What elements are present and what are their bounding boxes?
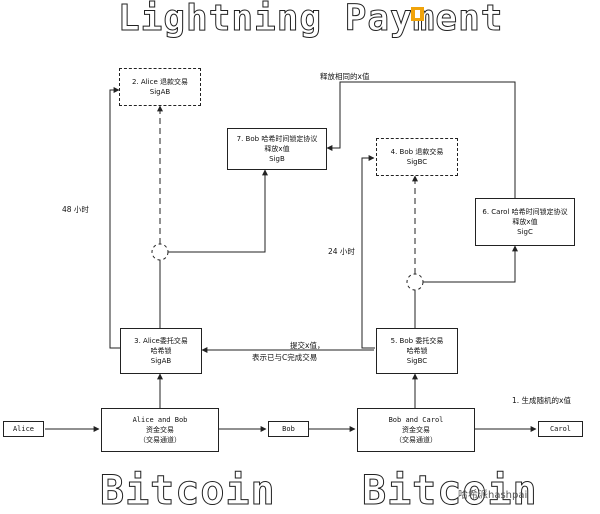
bob-refund-sig: SigBC [406, 158, 428, 166]
alice-commitment-hashlock: 哈希锁 [150, 347, 172, 355]
bob-carol-funding-type: 资金交易 [402, 426, 430, 434]
timeout-24h-label: 24 小时 [328, 247, 355, 256]
alice-bob-funding-node: Alice and Bob 资金交易 （交易通道） [101, 408, 219, 452]
carol-htlc-sig: SigC [517, 228, 533, 236]
bob-commitment-sig: SigBC [406, 357, 428, 365]
timeout-bracket-24h [361, 155, 375, 349]
bob-commitment-title: 5. Bob 委托交易 [390, 337, 444, 345]
bob-carol-funding-channel: （交易通道） [395, 436, 437, 444]
branch-node-alice [151, 243, 169, 261]
bob-htlc-title: 7. Bob 哈希时间锁定协议 [236, 135, 318, 143]
bob-htlc-tx: 7. Bob 哈希时间锁定协议 释放x值 SigB [227, 128, 327, 170]
branch-node-bob [406, 273, 424, 291]
alice-label: Alice [12, 425, 35, 433]
alice-bob-funding-channel: （交易通道） [139, 436, 181, 444]
alice-node: Alice [3, 421, 44, 437]
bob-refund-title: 4. Bob 退款交易 [390, 148, 444, 156]
submit-x-label-line2: 表示已与C完成交易 [252, 353, 318, 362]
edge-branch-to-bob-htlc [168, 169, 268, 253]
bob-carol-funding-node: Bob and Carol 资金交易 （交易通道） [357, 408, 475, 452]
alice-bob-funding-title: Alice and Bob [132, 416, 188, 424]
timeout-bracket-48h [109, 87, 120, 349]
alice-commitment-tx: 3. Alice委托交易 哈希锁 SigAB [120, 328, 202, 374]
alice-refund-tx: 2. Alice 退款交易 SigAB [119, 68, 201, 106]
alice-refund-title: 2. Alice 退款交易 [132, 78, 188, 86]
alice-commitment-sig: SigAB [150, 357, 172, 365]
bob-node: Bob [268, 421, 309, 437]
carol-node: Carol [538, 421, 583, 437]
watermark-text: 哈希派hashpai [458, 490, 528, 501]
bob-carol-funding-title: Bob and Carol [388, 416, 444, 424]
carol-htlc-release: 释放x值 [512, 218, 538, 226]
release-same-x-label: 释放相同的x值 [320, 72, 370, 81]
carol-label: Carol [549, 425, 572, 433]
carol-htlc-tx: 6. Carol 哈希时间锁定协议 释放x值 SigC [475, 198, 575, 246]
generate-x-label: 1. 生成随机的x值 [512, 396, 571, 405]
bob-commitment-tx: 5. Bob 委托交易 哈希锁 SigBC [376, 328, 458, 374]
diagram-title: Lightning Payment [117, 0, 504, 40]
carol-htlc-title: 6. Carol 哈希时间锁定协议 [482, 208, 568, 216]
edge-release-same-x [326, 81, 516, 198]
bitcoin-logo-icon [411, 7, 424, 21]
alice-commitment-title: 3. Alice委托交易 [134, 337, 188, 345]
bob-label: Bob [282, 425, 295, 433]
bob-refund-tx: 4. Bob 退款交易 SigBC [376, 138, 458, 176]
edge-branch-to-carol-htlc [423, 245, 518, 283]
alice-bob-funding-type: 资金交易 [146, 426, 174, 434]
bitcoin-label-left: Bitcoin [100, 468, 276, 514]
submit-x-label-line1: 提交x值， [290, 341, 325, 350]
bob-htlc-release: 释放x值 [264, 145, 290, 153]
bob-commitment-hashlock: 哈希锁 [406, 347, 428, 355]
alice-refund-sig: SigAB [149, 88, 171, 96]
bob-htlc-sig: SigB [269, 155, 285, 163]
timeout-48h-label: 48 小时 [62, 205, 89, 214]
